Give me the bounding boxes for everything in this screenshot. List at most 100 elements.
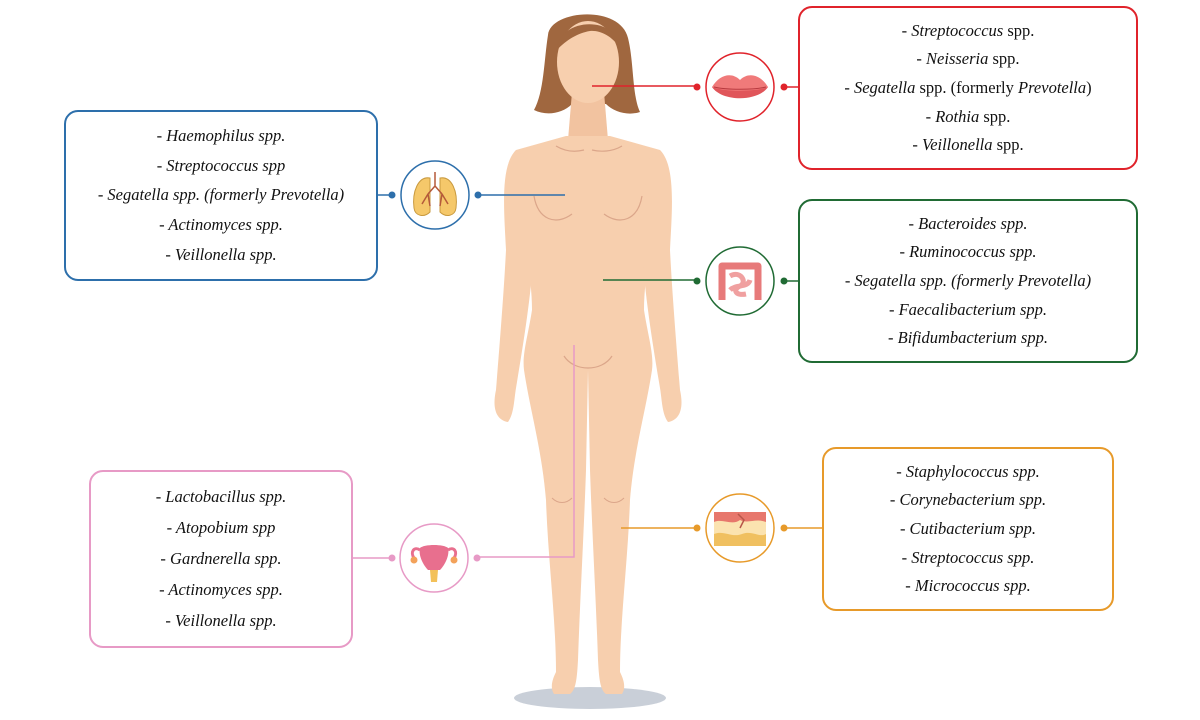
connector-repro — [477, 345, 575, 558]
connector-dots — [388, 83, 788, 562]
bacteria-item: - Veillonella spp. — [165, 611, 276, 631]
bacteria-item: - Cutibacterium spp. — [900, 519, 1036, 539]
skin-layer-icon — [705, 493, 775, 563]
bacteria-prefix: - — [844, 77, 854, 97]
bacteria-prefix: - — [925, 106, 936, 126]
leg-left — [524, 370, 588, 694]
bacteria-item: - Micrococcus spp. — [905, 576, 1030, 596]
dot-lungs-1 — [388, 191, 396, 199]
dot-gut-2 — [780, 277, 788, 285]
bacteria-item: - Veillonella spp. — [912, 135, 1023, 155]
bacteria-name: - Segatella spp. (formerly Prevotella) — [97, 185, 345, 205]
bacteria-item: - Corynebacterium spp. — [890, 490, 1046, 510]
bacteria-item: - Lactobacillus spp. — [156, 487, 287, 507]
connectors — [353, 85, 822, 559]
bacteria-name: Streptococcus — [911, 20, 1004, 40]
mouth-microbiota-box: - Streptococcus spp.- Neisseria spp.- Se… — [798, 6, 1138, 170]
bacteria-item: - Veillonella spp. — [165, 245, 276, 265]
bacteria-item: - Ruminococcus spp. — [899, 242, 1036, 262]
bacteria-name: - Haemophilus spp. — [156, 125, 286, 145]
lungs-microbiota-box: - Haemophilus spp. - Streptococcus spp - S… — [64, 110, 378, 281]
skin-microbiota-box: - Staphylococcus spp. - Corynebacterium s… — [822, 447, 1114, 611]
bacteria-name: - Atopobium spp — [166, 518, 276, 537]
neck — [568, 92, 608, 140]
bacteria-name: - Veillonella spp. — [165, 245, 277, 265]
bacteria-name: - Gardnerella spp. — [160, 549, 282, 568]
bacteria-prefix: - — [901, 20, 912, 40]
dot-mouth-1 — [693, 83, 701, 91]
bacteria-name: - Corynebacterium spp. — [889, 490, 1047, 510]
lungs-icon — [400, 160, 470, 230]
bacteria-item: - Actinomyces spp. — [159, 580, 283, 600]
bacteria-name: - Segatella spp. (formerly Prevotella) — [844, 270, 1092, 290]
chest-line — [533, 195, 643, 221]
bacteria-name: Segatella — [853, 77, 916, 97]
bacteria-close: ) — [1086, 77, 1092, 97]
bacteria-item: - Segatella spp. (formerly Prevotella) — [98, 185, 344, 205]
dot-skin-2 — [780, 524, 788, 532]
reproductive-microbiota-box: - Lactobacillus spp. - Atopobium spp - Gar… — [89, 470, 353, 648]
bacteria-name: Neisseria — [926, 49, 989, 69]
dot-repro-1 — [388, 554, 396, 562]
dot-gut-1 — [693, 277, 701, 285]
bacteria-name: - Bifidumbacterium spp. — [888, 328, 1048, 348]
bacteria-rest: spp. (formerly — [915, 77, 1019, 97]
bacteria-item: - Atopobium spp — [167, 518, 276, 538]
bacteria-item: - Streptococcus spp. — [902, 548, 1035, 568]
bacteria-name: - Actinomyces spp. — [159, 215, 283, 235]
bacteria-name: - Streptococcus spp — [156, 155, 286, 175]
gut-microbiota-box: - Bacteroides spp. - Ruminococcus spp. - S… — [798, 199, 1138, 363]
hair-fringe — [557, 24, 620, 50]
bacteria-item: - Streptococcus spp. — [902, 21, 1035, 41]
bacteria-name: - Lactobacillus spp. — [155, 487, 287, 506]
bacteria-item: - Gardnerella spp. — [160, 549, 281, 569]
bacteria-item: - Bifidumbacterium spp. — [888, 328, 1048, 348]
bacteria-name: - Bacteroides spp. — [908, 213, 1028, 233]
bacteria-name: - Faecalibacterium spp. — [888, 299, 1048, 319]
bacteria-prefix: - — [916, 49, 927, 69]
arm-right — [642, 150, 682, 422]
bacteria-item: - Segatella spp. (formerly Prevotella) — [844, 78, 1091, 98]
leg-right — [588, 370, 652, 694]
dot-mouth-2 — [780, 83, 788, 91]
ground-shadow — [514, 687, 666, 709]
collar-line — [555, 145, 623, 152]
bacteria-name: - Streptococcus spp. — [901, 547, 1035, 567]
bacteria-item: - Rothia spp. — [926, 107, 1011, 127]
bacteria-item: - Streptococcus spp — [157, 156, 286, 176]
bacteria-rest: spp. — [979, 106, 1011, 126]
bacteria-rest: spp. — [1003, 20, 1035, 40]
lips-icon — [705, 52, 775, 122]
bacteria-name: - Ruminococcus spp. — [899, 242, 1037, 262]
bacteria-item: - Neisseria spp. — [916, 49, 1019, 69]
dot-repro-2 — [473, 554, 481, 562]
intestine-icon — [705, 246, 775, 316]
bacteria-name: Rothia — [935, 106, 980, 126]
bacteria-name: - Veillonella spp. — [165, 611, 277, 630]
bacteria-item: - Actinomyces spp. — [159, 215, 283, 235]
bacteria-aside: Prevotella — [1018, 77, 1087, 97]
bacteria-name: - Actinomyces spp. — [159, 580, 283, 599]
bacteria-rest: spp. — [988, 49, 1020, 69]
dot-lungs-2 — [474, 191, 482, 199]
dot-skin-1 — [693, 524, 701, 532]
torso — [511, 136, 665, 370]
bacteria-name: - Micrococcus spp. — [905, 576, 1031, 596]
bacteria-item: - Staphylococcus spp. — [896, 462, 1039, 482]
bacteria-item: - Haemophilus spp. — [157, 126, 286, 146]
arm-left — [494, 150, 534, 422]
bacteria-item: - Bacteroides spp. — [909, 214, 1028, 234]
knee-line — [551, 497, 625, 503]
bacteria-name: - Staphylococcus spp. — [896, 461, 1040, 481]
bacteria-item: - Faecalibacterium spp. — [889, 300, 1047, 320]
human-figure — [494, 14, 682, 694]
bacteria-name: Veillonella — [921, 135, 993, 155]
bacteria-rest: spp. — [992, 135, 1024, 155]
face — [557, 21, 619, 103]
hip-line — [563, 355, 613, 369]
bacteria-item: - Segatella spp. (formerly Prevotella) — [845, 271, 1091, 291]
uterus-icon — [399, 523, 469, 593]
bacteria-name: - Cutibacterium spp. — [899, 518, 1037, 538]
bacteria-prefix: - — [912, 135, 922, 155]
